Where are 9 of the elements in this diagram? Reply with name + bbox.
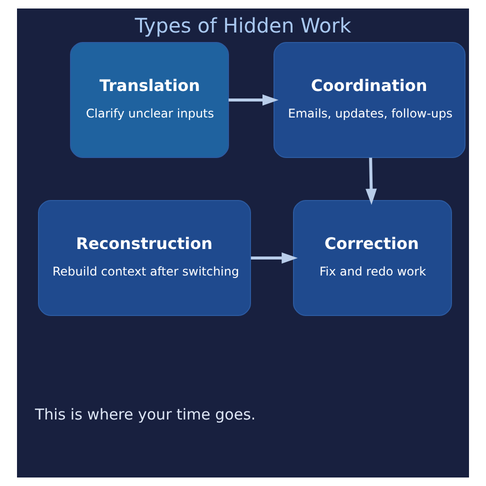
diagram-title: Types of Hidden Work <box>134 14 352 38</box>
node-box: Translation Clarify unclear inputs <box>70 42 229 158</box>
node-box: Reconstruction Rebuild context after switching <box>38 200 251 316</box>
arrow <box>228 94 279 106</box>
arrow <box>366 158 377 205</box>
node-box: Correction Fix and redo work <box>293 200 452 316</box>
node-box: Coordination Emails, updates, follow-ups <box>274 42 466 158</box>
arrow <box>250 252 298 264</box>
label: This is where your time goes. <box>35 406 256 424</box>
